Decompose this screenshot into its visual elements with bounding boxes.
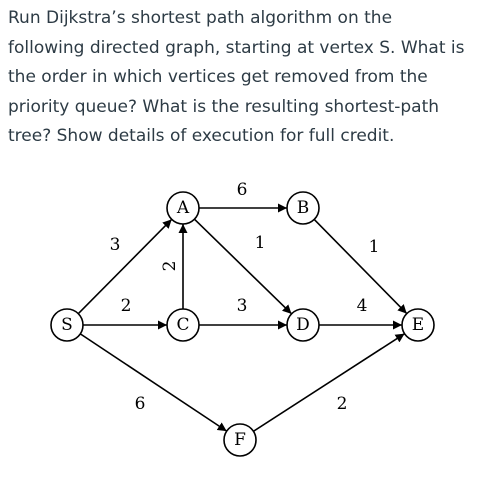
node-circle bbox=[223, 423, 257, 457]
edge-arrow bbox=[253, 333, 405, 432]
node-label: A bbox=[176, 198, 190, 218]
edge-weight-label: 6 bbox=[135, 394, 146, 414]
node-a: A bbox=[166, 191, 200, 225]
node-circle bbox=[166, 308, 200, 342]
edge-weight-label: 2 bbox=[337, 394, 348, 414]
node-circle bbox=[286, 308, 320, 342]
edge-s-f: 6 bbox=[79, 333, 228, 432]
node-label: F bbox=[234, 430, 246, 450]
edge-weight-label: 6 bbox=[237, 180, 248, 200]
node-f: F bbox=[223, 423, 257, 457]
question-line: priority queue? What is the resulting sh… bbox=[8, 96, 440, 117]
node-circle bbox=[286, 191, 320, 225]
edge-a-d: 1 bbox=[193, 218, 293, 315]
edge-c-d: 3 bbox=[199, 296, 287, 330]
node-b: B bbox=[286, 191, 320, 225]
node-label: D bbox=[296, 315, 310, 335]
question-line: the order in which vertices get removed … bbox=[8, 67, 428, 87]
edge-arrow bbox=[77, 218, 173, 315]
node-e: E bbox=[401, 308, 435, 342]
edge-b-e: 1 bbox=[313, 218, 408, 315]
edge-arrow bbox=[193, 218, 293, 315]
edge-f-e: 2 bbox=[253, 333, 405, 432]
edge-weight-label: 3 bbox=[237, 296, 248, 316]
edge-s-a: 3 bbox=[77, 218, 173, 315]
edge-d-e: 4 bbox=[319, 296, 402, 330]
node-label: S bbox=[61, 315, 73, 335]
edge-weight-label: 1 bbox=[369, 237, 380, 257]
edge-a-b: 6 bbox=[199, 180, 287, 213]
node-label: E bbox=[412, 315, 424, 335]
node-circle bbox=[401, 308, 435, 342]
node-c: C bbox=[166, 308, 200, 342]
node-circle bbox=[166, 191, 200, 225]
question-text: Run Dijkstra’s shortest path algorithm o… bbox=[8, 4, 486, 152]
question-line: following directed graph, starting at ve… bbox=[8, 37, 465, 58]
edge-weight-label: 2 bbox=[121, 296, 132, 316]
edge-weight-label: 2 bbox=[160, 261, 180, 272]
edge-weight-label: 1 bbox=[255, 233, 266, 253]
edge-weight-label: 3 bbox=[110, 235, 121, 255]
edge-s-c: 2 bbox=[83, 296, 167, 330]
node-s: S bbox=[50, 308, 84, 342]
question-line: Run Dijkstra’s shortest path algorithm o… bbox=[8, 8, 393, 28]
edge-weight-label: 4 bbox=[357, 296, 368, 316]
edge-c-a: 2 bbox=[160, 224, 188, 309]
node-label: B bbox=[297, 198, 310, 218]
question-line: tree? Show details of execution for full… bbox=[8, 126, 395, 146]
node-d: D bbox=[286, 308, 320, 342]
edge-arrow bbox=[313, 218, 408, 315]
node-circle bbox=[50, 308, 84, 342]
node-label: C bbox=[176, 315, 189, 335]
edge-arrow bbox=[79, 333, 228, 432]
